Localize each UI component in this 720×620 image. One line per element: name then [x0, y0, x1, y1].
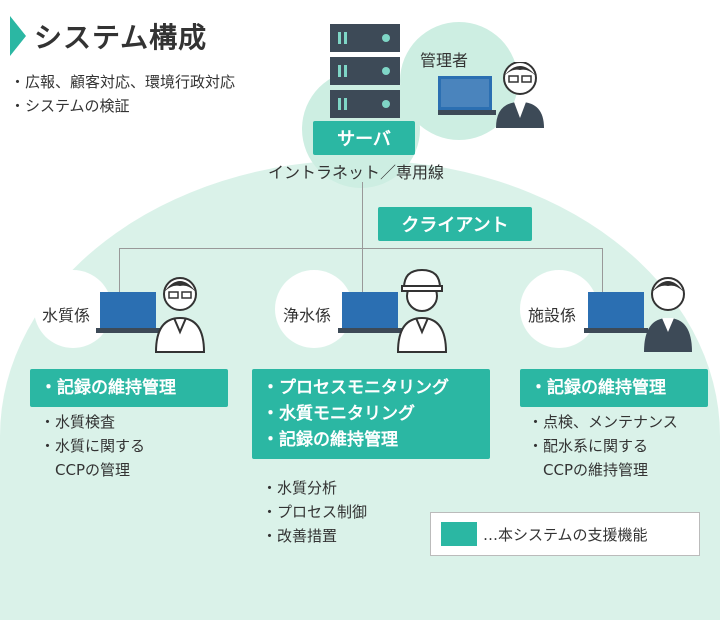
client-label-purification: 浄水係 — [283, 306, 332, 325]
client-circle-water-quality — [34, 270, 112, 348]
admin-person-icon — [438, 62, 544, 128]
function-item: ・水質モニタリング — [262, 404, 415, 424]
title-marker — [10, 16, 26, 56]
connector-right — [602, 248, 603, 292]
admin-label: 管理者 — [420, 51, 469, 70]
intro-bullet: ・システムの検証 — [10, 97, 130, 115]
function-item: ・プロセスモニタリング — [262, 378, 449, 398]
server-rack-icon — [330, 24, 400, 118]
system-diagram: { "title": "システム構成", "intro_bullets": ["… — [0, 16, 720, 620]
task-item: CCPの管理 — [40, 461, 130, 479]
function-item: ・記録の維持管理 — [530, 378, 666, 398]
legend-swatch — [441, 522, 477, 546]
task-item: ・プロセス制御 — [262, 503, 368, 521]
task-item: ・水質分析 — [262, 479, 338, 497]
connector-left — [119, 248, 120, 292]
function-item: ・記録の維持管理 — [40, 378, 176, 398]
page-title: システム構成 — [34, 21, 208, 54]
client-circle-facilities — [520, 270, 598, 348]
connector-vertical — [362, 182, 363, 292]
task-item: ・配水系に関する — [528, 437, 649, 455]
client-circle-purification — [275, 270, 353, 348]
functions-purification: ・プロセスモニタリング ・水質モニタリング ・記録の維持管理 — [252, 369, 490, 459]
functions-facilities: ・記録の維持管理 — [520, 369, 708, 407]
facilities-staff-icon — [584, 277, 692, 352]
task-item: CCPの維持管理 — [528, 461, 648, 479]
task-item: ・水質に関する — [40, 437, 146, 455]
intro-bullets: ・広報、顧客対応、環境行政対応 ・システムの検証 — [10, 70, 235, 118]
functions-water-quality: ・記録の維持管理 — [30, 369, 228, 407]
task-item: ・点検、メンテナンス — [528, 413, 678, 431]
task-item: ・水質検査 — [40, 413, 116, 431]
task-item: ・改善措置 — [262, 527, 338, 545]
connector-horizontal — [119, 248, 602, 249]
purification-staff-icon — [338, 268, 448, 353]
water-quality-staff-icon — [96, 277, 206, 353]
tasks-purification: ・水質分析 ・プロセス制御 ・改善措置 — [262, 476, 367, 548]
intro-bullet: ・広報、顧客対応、環境行政対応 — [10, 73, 236, 91]
client-label-water-quality: 水質係 — [42, 306, 91, 325]
function-item: ・記録の維持管理 — [262, 430, 398, 450]
tasks-water-quality: ・水質検査 ・水質に関する CCPの管理 — [40, 410, 145, 482]
network-label: イントラネット／専用線 — [268, 163, 445, 182]
client-label: クライアント — [378, 207, 532, 241]
server-label: サーバ — [313, 121, 415, 155]
legend: …本システムの支援機能 — [430, 512, 700, 556]
legend-text: …本システムの支援機能 — [483, 526, 648, 544]
tasks-facilities: ・点検、メンテナンス ・配水系に関する CCPの維持管理 — [528, 410, 678, 482]
client-label-facilities: 施設係 — [528, 306, 577, 325]
